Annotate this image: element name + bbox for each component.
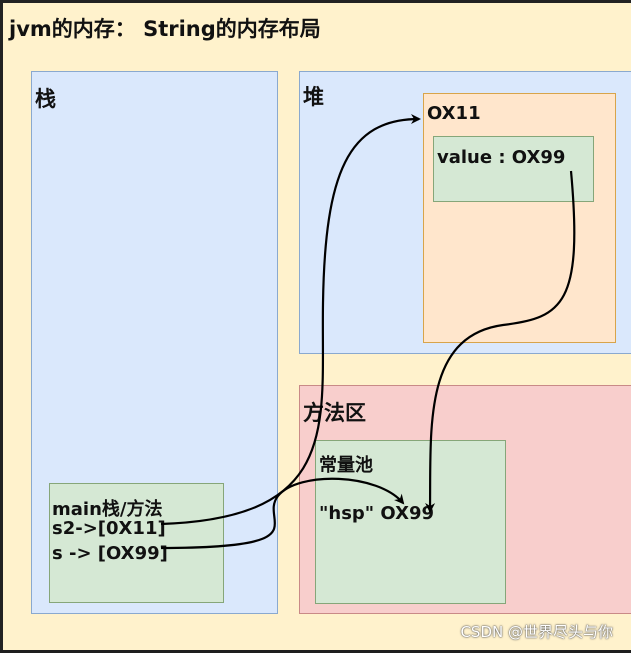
value-field-label: value : OX99 (437, 147, 566, 168)
constant-pool-label: 常量池 (319, 455, 373, 476)
csdn-watermark: CSDN @世界尽头与你 (460, 623, 613, 641)
arrow-s2-to-heap-object (160, 114, 421, 526)
constant-pool-entry: "hsp" OX99 (319, 503, 435, 524)
reference-arrows (160, 114, 576, 550)
heap-label: 堆 (303, 85, 324, 109)
heap-object-ox11 (423, 93, 616, 343)
diagram-title: jvm的内存： String的内存布局 (9, 17, 321, 41)
arrow-s-to-constant-pool (160, 477, 405, 550)
method-area-label: 方法区 (303, 401, 366, 425)
main-frame-box (49, 483, 224, 603)
main-frame-label: main栈/方法 (52, 499, 163, 520)
heap-object-address: OX11 (427, 103, 481, 124)
value-field-box (433, 136, 594, 202)
s2-reference: s2->[0X11] (52, 518, 166, 539)
stack-label: 栈 (35, 87, 56, 111)
arrow-value-to-constant-pool (425, 170, 576, 513)
s-reference: s -> [OX99] (52, 543, 168, 564)
constant-pool-box (315, 440, 506, 604)
